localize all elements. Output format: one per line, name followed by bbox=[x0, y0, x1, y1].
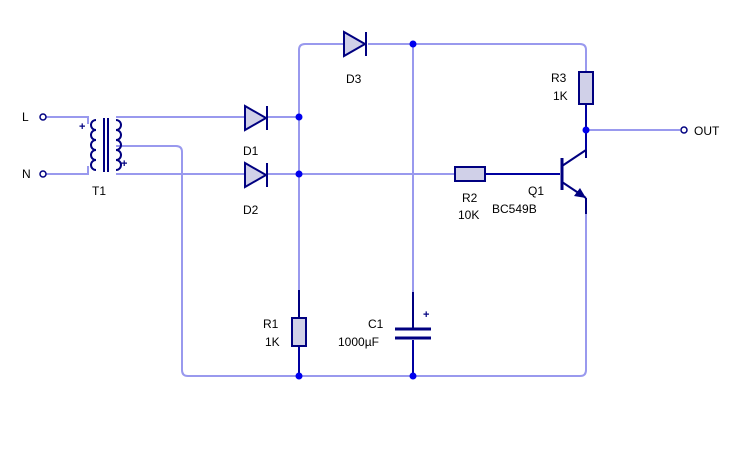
resistor-r2-value: 10K bbox=[458, 208, 479, 222]
resistor-r1 bbox=[291, 317, 307, 347]
capacitor-c1: + bbox=[395, 292, 431, 340]
resistor-r2 bbox=[454, 166, 486, 182]
node-d1-out bbox=[295, 113, 303, 121]
diode-d2-ref: D2 bbox=[243, 203, 259, 217]
output-terminal bbox=[680, 126, 688, 134]
diode-d1-ref: D1 bbox=[243, 144, 259, 158]
live-terminal bbox=[39, 113, 47, 121]
live-label: L bbox=[22, 110, 29, 124]
diode-d3-ref: D3 bbox=[346, 72, 362, 86]
diode-d2-body bbox=[244, 161, 269, 189]
resistor-r1-ref: R1 bbox=[263, 317, 279, 331]
primary-winding bbox=[90, 119, 97, 171]
wire-rectifier-bus bbox=[268, 116, 300, 290]
secondary-polarity-mark: + bbox=[121, 158, 127, 170]
capacitor-ref: C1 bbox=[368, 317, 384, 331]
node-d3-out bbox=[409, 40, 417, 48]
diode-d1-body bbox=[244, 104, 269, 132]
neutral-label: N bbox=[22, 167, 31, 181]
resistor-r3-value: 1K bbox=[553, 89, 568, 103]
diode-d3-body bbox=[343, 30, 368, 58]
wire-center-tap bbox=[116, 145, 587, 377]
wire-d3-out bbox=[368, 43, 587, 72]
transistor-ref: Q1 bbox=[528, 184, 544, 198]
resistor-r2-ref: R2 bbox=[462, 191, 478, 205]
primary-polarity-mark: + bbox=[79, 121, 85, 133]
secondary-winding bbox=[115, 119, 122, 171]
transformer-ref: T1 bbox=[92, 184, 106, 198]
resistor-r1-value: 1K bbox=[265, 335, 280, 349]
transistor-emitter-arrow bbox=[574, 188, 586, 198]
neutral-terminal bbox=[39, 170, 47, 178]
transistor-part: BC549B bbox=[492, 202, 537, 216]
capacitor-polarity-mark: + bbox=[423, 309, 429, 321]
resistor-r3 bbox=[578, 71, 594, 105]
diode-d2 bbox=[244, 161, 269, 189]
transistor-collector bbox=[561, 149, 587, 167]
output-label: OUT bbox=[694, 124, 720, 138]
node-r3-out bbox=[582, 126, 590, 134]
wire-to-d3 bbox=[298, 43, 343, 117]
transformer-t1: + + bbox=[79, 118, 127, 172]
junction-nodes bbox=[295, 40, 590, 380]
wire-live-input bbox=[46, 116, 89, 124]
capacitor-value: 1000µF bbox=[338, 335, 379, 349]
diode-d1 bbox=[244, 104, 269, 132]
wire-neutral-input bbox=[46, 166, 89, 175]
node-ground-r1 bbox=[295, 372, 303, 380]
transistor-q1 bbox=[560, 149, 587, 214]
diode-d3 bbox=[343, 30, 368, 58]
node-ground-c1 bbox=[409, 372, 417, 380]
node-d2-out bbox=[295, 170, 303, 178]
resistor-r3-ref: R3 bbox=[551, 71, 567, 85]
